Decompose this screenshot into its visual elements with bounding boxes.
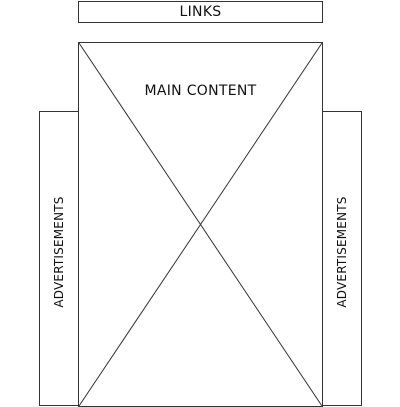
main-content-placeholder: MAIN CONTENT — [78, 42, 323, 407]
links-label: LINKS — [179, 4, 222, 20]
placeholder-diagonal-2 — [79, 43, 322, 406]
main-content-label: MAIN CONTENT — [144, 83, 257, 99]
advertisements-left-label: ADVERTISEMENTS — [52, 196, 66, 308]
advertisements-left-sidebar: ADVERTISEMENTS — [39, 111, 79, 406]
advertisements-right-label: ADVERTISEMENTS — [335, 196, 349, 308]
links-bar[interactable]: LINKS — [78, 1, 323, 23]
placeholder-cross-icon — [79, 43, 322, 406]
advertisements-right-sidebar: ADVERTISEMENTS — [322, 111, 362, 406]
